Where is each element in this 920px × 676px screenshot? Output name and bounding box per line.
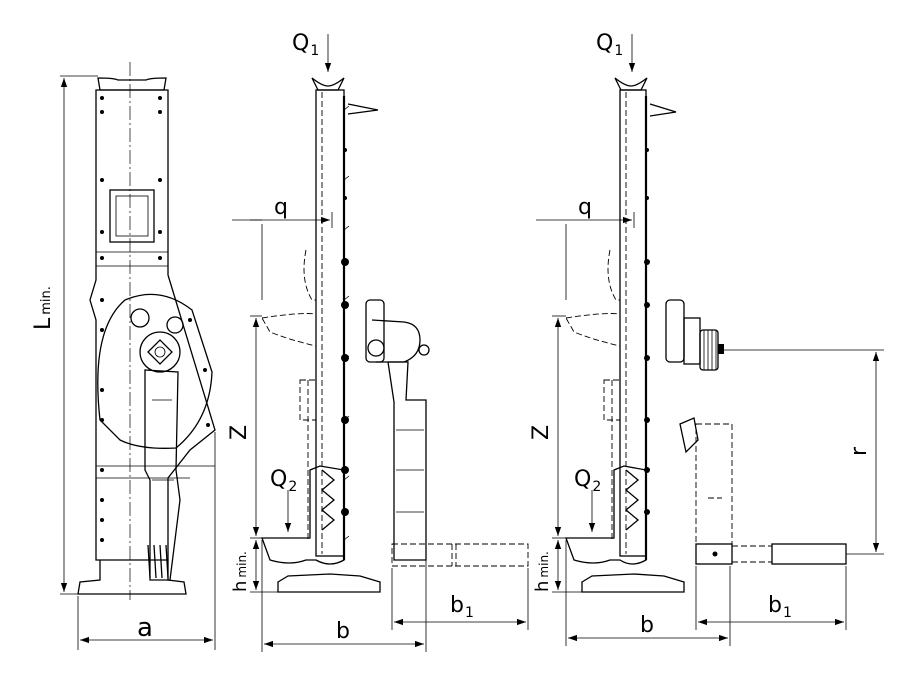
l-min-dimension	[60, 75, 98, 595]
q-dimension-left	[232, 212, 333, 300]
z-dimension-left	[250, 315, 262, 536]
front-view: Lmin. a	[31, 62, 216, 650]
z-dimension-right	[552, 315, 566, 536]
q2-label-left: Q2	[270, 467, 297, 495]
q1-label-left: Q1	[292, 31, 319, 59]
h-min-label-right: hmin.	[532, 551, 553, 592]
front-view-bolts	[100, 96, 210, 542]
h-min-dimension-right	[552, 537, 582, 593]
b1-label-right: b1	[768, 593, 792, 621]
b-label-left: b	[336, 619, 350, 644]
b-dimension-right	[565, 540, 731, 646]
l-min-label: Lmin.	[31, 286, 56, 330]
z-label-right: Z	[529, 425, 554, 440]
rack-rivets-left	[341, 148, 349, 516]
q-label-left: q	[274, 195, 288, 220]
side-view-right: Q1	[529, 31, 884, 646]
q-dimension-right	[536, 212, 635, 300]
b1-dimension-right	[695, 566, 847, 630]
a-dimension	[77, 432, 216, 650]
b1-dimension-left	[391, 568, 529, 630]
b-dimension-left	[261, 540, 427, 652]
side-view-left: Q1	[227, 31, 529, 652]
b-label-right: b	[640, 613, 654, 638]
z-label-left: Z	[227, 425, 252, 440]
r-dimension	[724, 349, 884, 555]
q-label-right: q	[578, 195, 592, 220]
r-label: r	[847, 446, 872, 456]
a-label: a	[137, 613, 153, 643]
q2-label-right: Q2	[574, 467, 601, 495]
b1-label-left: b1	[450, 593, 474, 621]
h-min-label-left: hmin.	[230, 551, 251, 592]
q1-label-right: Q1	[596, 31, 623, 59]
rack-rivets-right	[644, 148, 650, 515]
h-min-dimension-left	[250, 537, 278, 593]
